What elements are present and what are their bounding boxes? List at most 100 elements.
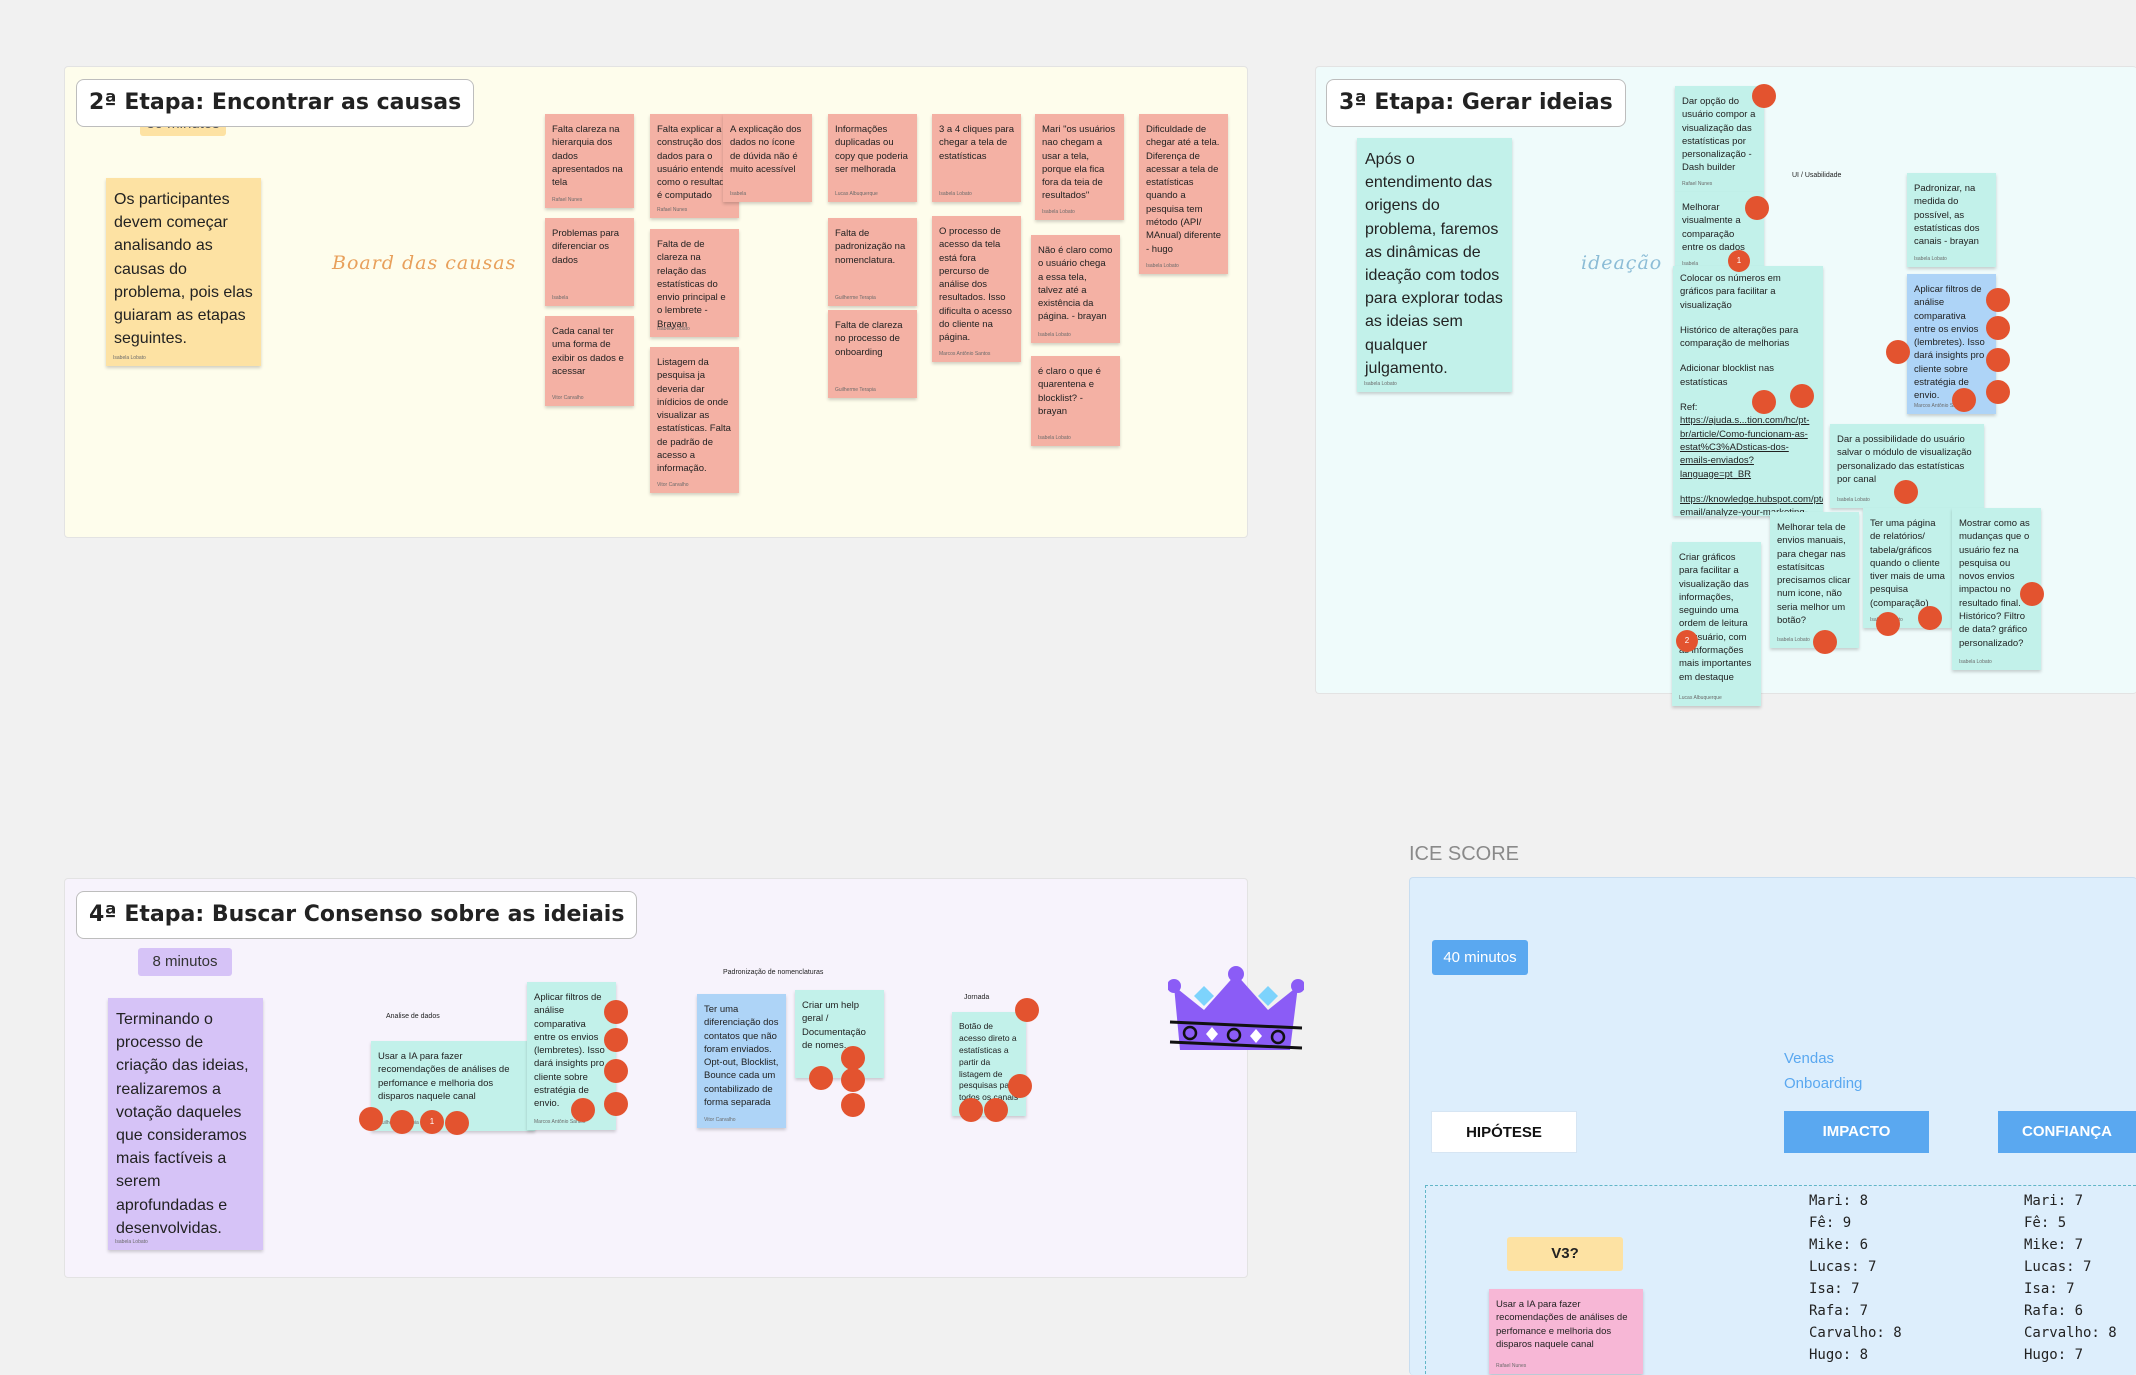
vote-dot[interactable] <box>1876 612 1900 636</box>
note-text: A explicação dos dados no ícone de dúvid… <box>730 124 802 175</box>
consensus-note[interactable]: Ter uma diferenciação dos contatos que n… <box>697 994 786 1128</box>
note-text: Criar gráficos para facilitar a visualiz… <box>1679 552 1752 683</box>
cause-note[interactable]: Falta de de clareza na relação das estat… <box>650 229 739 337</box>
stage4-title[interactable]: 4ª Etapa: Buscar Consenso sobre as ideia… <box>76 891 638 939</box>
note-author: Rafael Nunes <box>657 207 688 213</box>
note-text: Usar a IA para fazer recomendações de an… <box>1496 1299 1628 1350</box>
vote-dot[interactable] <box>1752 84 1776 108</box>
note-text: Mostrar como as mudanças que o usuário f… <box>1959 518 2030 649</box>
vote-dot[interactable] <box>1008 1074 1032 1098</box>
note-text: Melhorar visualmente a comparação entre … <box>1682 202 1745 253</box>
cause-note[interactable]: Falta clareza na hierarquia dos dados ap… <box>545 114 634 208</box>
note-author: Rafael Nunes <box>1496 1363 1527 1369</box>
vote-dot[interactable] <box>809 1066 833 1090</box>
vote-dot[interactable] <box>1745 196 1769 220</box>
vote-dot[interactable] <box>1752 390 1776 414</box>
vote-dot[interactable] <box>1886 340 1910 364</box>
idea-note[interactable]: Melhorar tela de envios manuais, para ch… <box>1770 512 1859 648</box>
cause-note[interactable]: Falta de padronização na nomenclatura. G… <box>828 218 917 306</box>
note-author: Lucas Albuquerque <box>835 191 878 197</box>
hypothesis-note[interactable]: Usar a IA para fazer recomendações de an… <box>1489 1289 1643 1374</box>
vote-dot[interactable] <box>390 1110 414 1134</box>
cause-note[interactable]: Dificuldade de chegar até a tela. Difere… <box>1139 114 1228 274</box>
cause-note[interactable]: é claro o que é quarentena e blocklist? … <box>1031 356 1120 446</box>
vote-dot[interactable] <box>604 1028 628 1052</box>
vote-dot[interactable] <box>1790 384 1814 408</box>
idea-list-note[interactable]: Colocar os números em gráficos para faci… <box>1673 266 1823 516</box>
header-impact[interactable]: IMPACTO <box>1784 1111 1929 1153</box>
crown-icon <box>1167 964 1305 1064</box>
note-text: 3 a 4 cliques para chegar a tela de esta… <box>939 124 1014 162</box>
note-author: Isabela Lobato <box>1038 435 1071 441</box>
vote-dot[interactable] <box>1015 998 1039 1022</box>
note-text: Informações duplicadas ou copy que poder… <box>835 124 908 175</box>
vote-dot[interactable] <box>841 1068 865 1092</box>
cause-note[interactable]: Não é claro como o usuário chega a essa … <box>1031 235 1120 343</box>
stage2-intro-note[interactable]: Os participantes devem começar analisand… <box>106 178 261 366</box>
idea-note[interactable]: Padronizar, na medida do possível, as es… <box>1907 173 1996 267</box>
vote-dot[interactable] <box>959 1098 983 1122</box>
note-author: Isabela <box>1682 261 1699 267</box>
header-confidence[interactable]: CONFIANÇA <box>1998 1111 2136 1153</box>
cause-note[interactable]: O processo de acesso da tela está fora p… <box>932 216 1021 362</box>
cause-note[interactable]: Problemas para diferenciar os dados Isab… <box>545 218 634 306</box>
vote-dot[interactable] <box>841 1093 865 1117</box>
note-text: Cada canal ter uma forma de exibir os da… <box>552 326 624 377</box>
vote-dot[interactable] <box>604 1092 628 1116</box>
note-author: Isabela <box>730 191 747 197</box>
vote-dot[interactable] <box>445 1111 469 1135</box>
vote-dot[interactable] <box>2020 582 2044 606</box>
list-item: Colocar os números em gráficos para faci… <box>1680 273 1781 311</box>
cause-note[interactable]: Informações duplicadas ou copy que poder… <box>828 114 917 202</box>
cause-note[interactable]: A explicação dos dados no ícone de dúvid… <box>723 114 812 202</box>
ice-timer: 40 minutos <box>1432 940 1528 975</box>
cause-note[interactable]: Mari "os usuários nao chegam a usar a te… <box>1035 114 1124 220</box>
idea-note[interactable]: Criar gráficos para facilitar a visualiz… <box>1672 542 1761 706</box>
idea-note[interactable]: Dar opção do usuário compor a visualizaç… <box>1675 86 1764 192</box>
idea-note[interactable]: Aplicar filtros de análise comparativa e… <box>1907 274 1996 414</box>
vote-dot[interactable] <box>1986 348 2010 372</box>
cause-note[interactable]: Listagem da pesquisa ja deveria dar iníd… <box>650 347 739 493</box>
note-author: Isabela Lobato <box>1777 637 1810 643</box>
group-label: Padronização de nomenclaturas <box>723 969 824 976</box>
vote-dot[interactable] <box>984 1098 1008 1122</box>
header-hypothesis[interactable]: HIPÓTESE <box>1431 1111 1577 1153</box>
vote-dot[interactable]: 1 <box>420 1110 444 1134</box>
reference-link[interactable]: https://ajuda.s...tion.com/hc/pt-br/arti… <box>1680 415 1810 480</box>
note-author: Isabela Lobato <box>939 191 972 197</box>
vote-dot[interactable] <box>571 1098 595 1122</box>
vote-dot[interactable] <box>1986 380 2010 404</box>
note-text: Melhorar tela de envios manuais, para ch… <box>1777 522 1851 627</box>
cause-note[interactable]: 3 a 4 cliques para chegar a tela de esta… <box>932 114 1021 202</box>
stage3-title[interactable]: 3ª Etapa: Gerar ideias <box>1326 79 1626 127</box>
stage3-intro-note[interactable]: Após o entendimento das origens do probl… <box>1357 138 1512 392</box>
cause-note[interactable]: Falta de clareza no processo de onboardi… <box>828 310 917 398</box>
ice-label: ICE SCORE <box>1409 843 1520 865</box>
vote-dot[interactable] <box>604 1000 628 1024</box>
note-author: Isabela Lobato <box>657 326 690 332</box>
note-author: Isabela Lobato <box>1146 263 1179 269</box>
vote-dot[interactable]: 2 <box>1676 630 1698 652</box>
reference-link[interactable]: https://knowledge.hubspot.com/pt/marketi… <box>1680 493 1823 516</box>
note-text: Padronizar, na medida do possível, as es… <box>1914 183 1980 248</box>
vote-dot[interactable] <box>1986 288 2010 312</box>
vote-dot[interactable] <box>841 1046 865 1070</box>
vote-dot[interactable] <box>1918 606 1942 630</box>
vote-dot[interactable] <box>1813 630 1837 654</box>
vote-dot[interactable] <box>604 1059 628 1083</box>
note-text: Dificuldade de chegar até a tela. Difere… <box>1146 124 1221 255</box>
vote-dot[interactable] <box>1952 388 1976 412</box>
vote-dot[interactable] <box>359 1107 383 1131</box>
idea-note[interactable]: Mostrar como as mudanças que o usuário f… <box>1952 508 2041 670</box>
cause-note[interactable]: Cada canal ter uma forma de exibir os da… <box>545 316 634 406</box>
consensus-note[interactable]: Criar um help geral / Documentação de no… <box>795 990 884 1078</box>
ui-usability-label: UI / Usabilidade <box>1792 172 1842 179</box>
vote-dot[interactable]: 1 <box>1728 250 1750 272</box>
note-text: Falta de padronização na nomenclatura. <box>835 228 906 266</box>
ideation-label: ideação <box>1581 252 1663 274</box>
group-label: Jornada <box>964 994 990 1001</box>
stage4-intro-note[interactable]: Terminando o processo de criação das ide… <box>108 998 263 1250</box>
stage2-title[interactable]: 2ª Etapa: Encontrar as causas <box>76 79 475 127</box>
vote-dot[interactable] <box>1894 480 1918 504</box>
vote-dot[interactable] <box>1986 316 2010 340</box>
